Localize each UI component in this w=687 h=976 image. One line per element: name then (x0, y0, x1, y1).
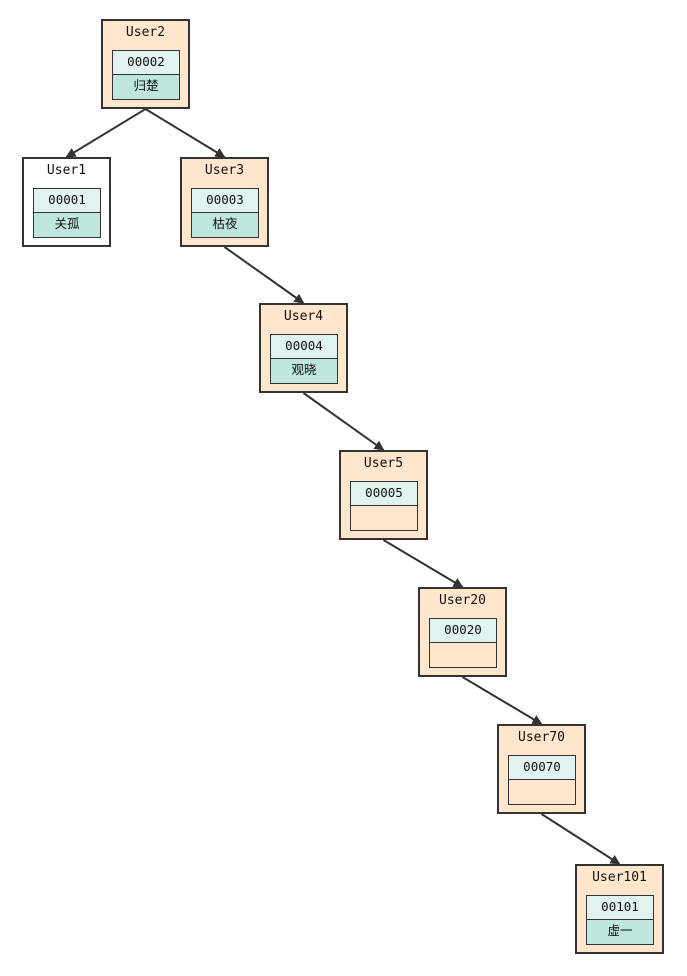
edge-user2-user3 (144, 108, 226, 158)
node-user20: User20 00020 (418, 587, 507, 677)
node-title: User20 (439, 593, 486, 608)
edge-user4-user5 (302, 392, 385, 451)
edge-user70-user101 (540, 813, 621, 865)
node-name-cell: 观晓 (270, 359, 338, 384)
node-id-cell: 00070 (508, 755, 576, 780)
node-user3: User3 00003 枯夜 (180, 157, 269, 247)
node-title: User3 (204, 163, 245, 178)
node-user5: User5 00005 (339, 450, 428, 540)
edge-user2-user1 (65, 108, 147, 158)
node-title: User1 (46, 163, 87, 178)
node-name-cell (429, 643, 497, 668)
node-id-cell: 00004 (270, 334, 338, 359)
node-title: User4 (283, 309, 324, 324)
node-title: User2 (125, 25, 166, 40)
node-id-cell: 00020 (429, 618, 497, 643)
node-name-cell: 虚一 (586, 920, 654, 945)
node-user101: User101 00101 虚一 (575, 864, 664, 954)
node-name-cell (508, 780, 576, 805)
node-id-cell: 00101 (586, 895, 654, 920)
node-id-cell: 00005 (350, 481, 418, 506)
node-id-cell: 00003 (191, 188, 259, 213)
edge-user5-user20 (382, 539, 464, 588)
node-name-cell (350, 506, 418, 531)
node-user1: User1 00001 关孤 (22, 157, 111, 247)
node-title: User101 (592, 870, 647, 885)
node-user4: User4 00004 观晓 (259, 303, 348, 393)
node-name-cell: 关孤 (33, 213, 101, 238)
node-name-cell: 归楚 (112, 75, 180, 100)
node-title: User5 (363, 456, 404, 471)
edge-user3-user4 (223, 246, 305, 304)
node-name-cell: 枯夜 (191, 213, 259, 238)
node-title: User70 (518, 730, 565, 745)
node-user2: User2 00002 归楚 (101, 19, 190, 109)
edge-user20-user70 (461, 676, 543, 725)
node-id-cell: 00001 (33, 188, 101, 213)
node-id-cell: 00002 (112, 50, 180, 75)
node-user70: User70 00070 (497, 724, 586, 814)
